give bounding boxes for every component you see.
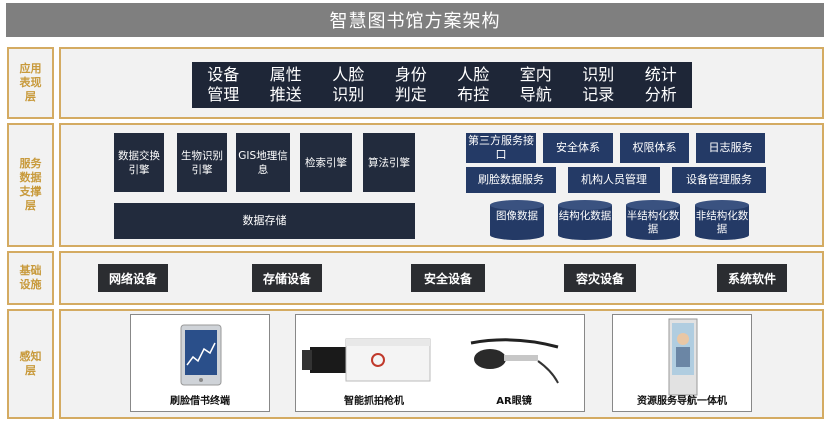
infra-security-equipment: 安全设备 xyxy=(411,264,485,292)
app-item-face-recognition: 人脸识别 xyxy=(332,65,365,104)
tablet-terminal-image xyxy=(180,324,222,386)
app-function-bar: 设备管理 属性推送 人脸识别 身份判定 人脸布控 室内导航 识别记录 统计分析 xyxy=(192,62,692,108)
database-icon xyxy=(490,200,544,240)
app-item-indoor-navigation: 室内导航 xyxy=(519,65,552,104)
app-item-attribute-push: 属性推送 xyxy=(269,65,302,104)
data-type-structured: 结构化数据 xyxy=(557,199,613,241)
engine-biometric: 生物识别引擎 xyxy=(177,133,227,192)
layer-label-app-text: 应用表现层 xyxy=(19,62,42,103)
device-label: 刷脸借书终端 xyxy=(170,396,230,407)
service-face-data: 刷脸数据服务 xyxy=(466,167,556,193)
infra-network-equipment: 网络设备 xyxy=(98,264,168,292)
data-type-label: 半结构化数据 xyxy=(626,210,680,235)
page-title: 智慧图书馆方案架构 xyxy=(6,3,824,37)
camera-and-glasses-image xyxy=(302,338,559,384)
engine-gis: GIS地理信息 xyxy=(236,133,290,192)
database-icon xyxy=(626,200,680,240)
service-security-system: 安全体系 xyxy=(543,133,613,163)
data-type-semi-structured: 半结构化数据 xyxy=(625,199,681,241)
device-label: 资源服务导航一体机 xyxy=(637,396,727,407)
infra-storage-equipment: 存储设备 xyxy=(252,264,322,292)
data-type-label: 图像数据 xyxy=(496,210,538,222)
device-frame-face-terminal: 刷脸借书终端 xyxy=(130,314,270,412)
app-item-recognition-records: 识别记录 xyxy=(582,65,615,104)
service-org-personnel: 机构人员管理 xyxy=(568,167,660,193)
data-type-unstructured: 非结构化数据 xyxy=(694,199,750,241)
layer-label-service: 服务数据支撑层 xyxy=(7,123,54,247)
kiosk-image xyxy=(668,318,698,396)
engine-data-exchange: 数据交换引擎 xyxy=(114,133,164,192)
layer-label-app: 应用表现层 xyxy=(7,47,54,119)
app-item-statistics: 统计分析 xyxy=(644,65,677,104)
database-icon xyxy=(695,200,749,240)
engine-algorithm: 算法引擎 xyxy=(363,133,415,192)
data-storage: 数据存储 xyxy=(114,203,415,239)
layer-label-perception: 感知层 xyxy=(7,309,54,419)
service-third-party-api: 第三方服务接口 xyxy=(466,133,536,163)
layer-label-service-text: 服务数据支撑层 xyxy=(19,157,42,212)
layer-label-infra-text: 基础设施 xyxy=(19,264,42,291)
app-item-identity-check: 身份判定 xyxy=(394,65,427,104)
app-item-face-control: 人脸布控 xyxy=(457,65,490,104)
service-permission-system: 权限体系 xyxy=(620,133,689,163)
device-frame-navigation-kiosk: 资源服务导航一体机 xyxy=(612,314,752,412)
engine-search: 检索引擎 xyxy=(300,133,352,192)
layer-label-infra: 基础设施 xyxy=(7,251,54,305)
device-label-ar-glasses: AR眼镜 xyxy=(496,396,532,407)
data-type-label: 非结构化数据 xyxy=(695,210,749,235)
data-type-image: 图像数据 xyxy=(489,199,545,241)
layer-label-perception-text: 感知层 xyxy=(19,350,42,377)
data-type-label: 结构化数据 xyxy=(558,210,612,222)
app-item-device-management: 设备管理 xyxy=(207,65,240,104)
database-icon xyxy=(558,200,612,240)
device-label-camera: 智能抓拍枪机 xyxy=(344,396,404,407)
service-log: 日志服务 xyxy=(696,133,765,163)
device-frame-camera-glasses: 智能抓拍枪机 AR眼镜 xyxy=(295,314,585,412)
infra-system-software: 系统软件 xyxy=(717,264,787,292)
service-device-management: 设备管理服务 xyxy=(672,167,766,193)
infra-disaster-recovery: 容灾设备 xyxy=(564,264,636,292)
